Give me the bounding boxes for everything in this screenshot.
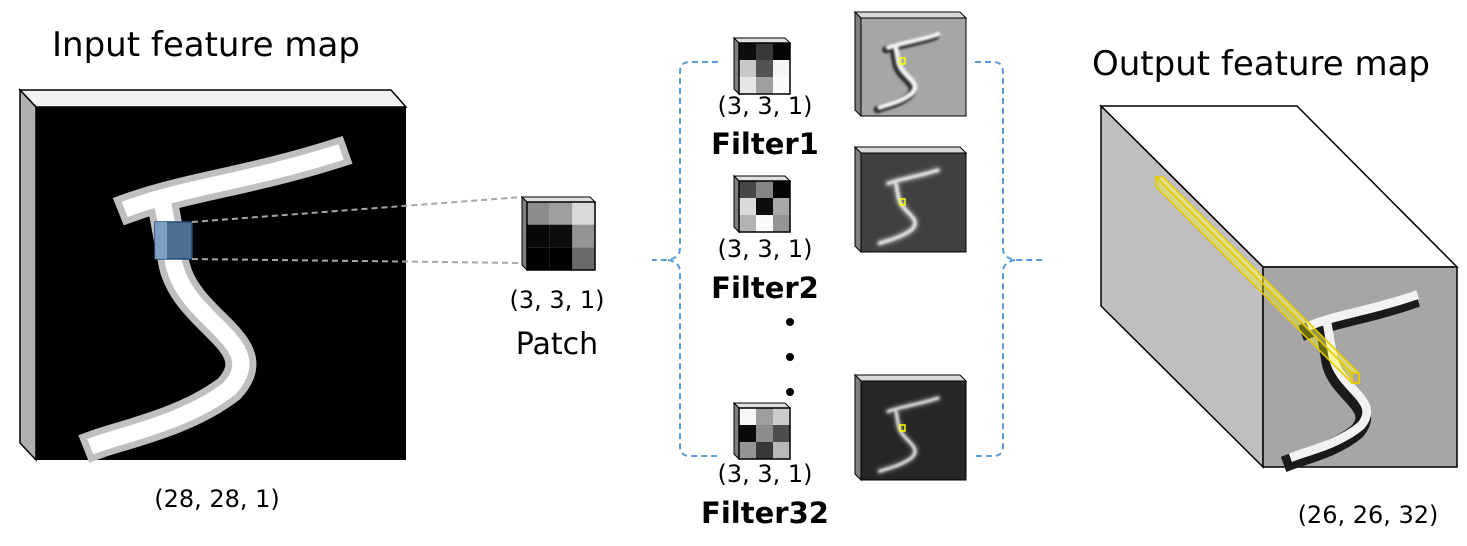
filter3-cell [773, 442, 790, 459]
filter2-kernel [732, 174, 792, 234]
connector-bottom [191, 258, 523, 264]
patch-cell [572, 247, 595, 270]
patch-cell [527, 202, 550, 225]
patch-dims: (3, 3, 1) [509, 286, 604, 314]
left-bracket [652, 61, 718, 457]
filter2-cell [756, 181, 773, 198]
patch-cube [520, 195, 597, 272]
patch-cell [549, 224, 573, 248]
input-feature-map: Input feature map (28, 28, 1) [18, 25, 408, 513]
filter3-cell [773, 408, 790, 425]
filter2-cell [739, 181, 756, 198]
filter3-cell [756, 425, 773, 442]
filter2-cell [739, 215, 756, 232]
patch-cell [549, 202, 573, 225]
right-bracket [975, 61, 1042, 457]
filter3-cell [739, 442, 756, 459]
filter1-cell [773, 43, 790, 60]
filter1-border [738, 42, 791, 95]
patch-cell [572, 224, 595, 248]
filter1-cell [739, 77, 756, 94]
filter1-cell [756, 60, 773, 77]
input-slab-side [19, 88, 37, 462]
output-dims: (26, 26, 32) [1298, 501, 1439, 529]
output-title: Output feature map [1092, 44, 1430, 84]
filter2-label: Filter2 [711, 271, 819, 305]
filter3-cell [756, 442, 773, 459]
patch-cell [527, 247, 550, 270]
filter32-label: Filter32 [701, 496, 829, 530]
filter2-response [853, 145, 968, 254]
filter1-cell [773, 60, 790, 77]
filter32-response [853, 373, 968, 482]
patch-cell [572, 202, 595, 225]
filter2-dims: (3, 3, 1) [717, 235, 812, 263]
output-depth-column [1154, 175, 1361, 385]
filter2-cell [773, 198, 790, 215]
ellipsis-dots [786, 318, 794, 396]
filter2-cell [773, 215, 790, 232]
patch-border [526, 201, 596, 271]
filter1-kernel [732, 36, 792, 96]
output-feature-map: Output feature map (26, 26, 32) [1092, 44, 1459, 529]
input-dims: (28, 28, 1) [154, 485, 280, 513]
filter32-dims: (3, 3, 1) [717, 460, 812, 488]
patch-cell [549, 247, 573, 270]
filter2-cell [739, 198, 756, 215]
filter2-cell [756, 198, 773, 215]
input-patch-selection-light [155, 222, 167, 259]
input-title: Input feature map [52, 25, 360, 65]
filter1-label: Filter1 [711, 127, 819, 161]
filter1-cell [773, 77, 790, 94]
filter2-cell [773, 181, 790, 198]
patch-group: (3, 3, 1) Patch [509, 195, 605, 362]
filter3-cell [756, 408, 773, 425]
filters-group: (3, 3, 1) Filter1 (3, 3, 1) Filter2 (3, … [652, 10, 1042, 530]
filter1-response [853, 10, 968, 118]
filter3-cell [773, 425, 790, 442]
patch-connectors [191, 196, 523, 264]
filter1-cell [739, 60, 756, 77]
filter1-cell [756, 43, 773, 60]
filter3-cell [739, 425, 756, 442]
filter3-cell [739, 408, 756, 425]
filter1-cell [756, 77, 773, 94]
filter2-cell [756, 215, 773, 232]
filter3-border [738, 407, 791, 460]
filter2-border [738, 180, 791, 233]
connector-top [191, 196, 523, 223]
filter1-cell [739, 43, 756, 60]
patch-cell [527, 224, 550, 248]
filter32-kernel [732, 401, 792, 461]
input-slab-top [18, 89, 408, 108]
patch-label: Patch [516, 327, 598, 362]
filter1-dims: (3, 3, 1) [717, 92, 812, 120]
